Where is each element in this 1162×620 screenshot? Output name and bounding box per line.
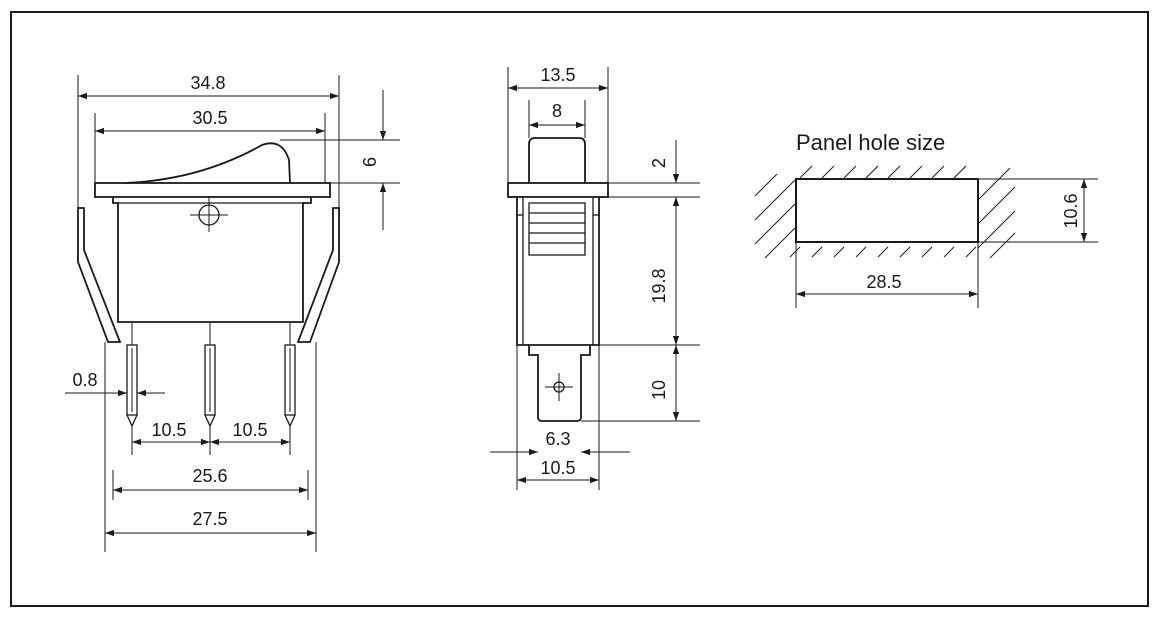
front-flange — [94, 182, 331, 198]
side-body — [516, 197, 600, 346]
dim-hole-height: 10.6 — [1061, 193, 1081, 228]
dim-body-height: 19.8 — [649, 268, 669, 303]
front-terminals — [126, 322, 296, 428]
front-latch-left — [77, 207, 122, 343]
dim-flange-width: 13.5 — [540, 65, 575, 85]
side-view: 13.5 8 2 19.8 10 6.3 10.5 — [490, 65, 700, 490]
panel-hole — [795, 178, 979, 243]
front-rocker — [124, 142, 291, 184]
side-rocker — [528, 137, 586, 183]
front-latch-right — [296, 207, 340, 343]
dim-pitch-right: 10.5 — [232, 420, 267, 440]
dim-terminal-thickness: 0.8 — [72, 370, 97, 390]
side-terminal — [528, 345, 591, 422]
dim-rocker-width: 30.5 — [192, 108, 227, 128]
front-body — [112, 197, 312, 323]
dim-terminal-span: 25.6 — [192, 466, 227, 486]
dim-rocker-depth: 8 — [552, 101, 562, 121]
panel-hole-view: Panel hole size — [754, 130, 1098, 308]
dim-terminal-width: 6.3 — [545, 429, 570, 449]
dim-body-depth: 10.5 — [540, 458, 575, 478]
drawing-frame — [10, 11, 1149, 607]
dim-overall-width: 34.8 — [190, 73, 225, 93]
dim-terminal-length: 10 — [649, 380, 669, 400]
dim-flange-thickness: 2 — [649, 158, 669, 168]
dim-rocker-height: 6 — [360, 157, 380, 167]
side-flange — [507, 182, 609, 198]
side-ribs — [528, 202, 586, 256]
dim-hole-width: 28.5 — [866, 272, 901, 292]
dim-pitch-left: 10.5 — [151, 420, 186, 440]
panel-title: Panel hole size — [796, 130, 945, 155]
dim-body-width: 27.5 — [192, 509, 227, 529]
front-view: 34.8 30.5 6 0.8 10.5 10.5 25.6 27.5 — [65, 73, 400, 552]
